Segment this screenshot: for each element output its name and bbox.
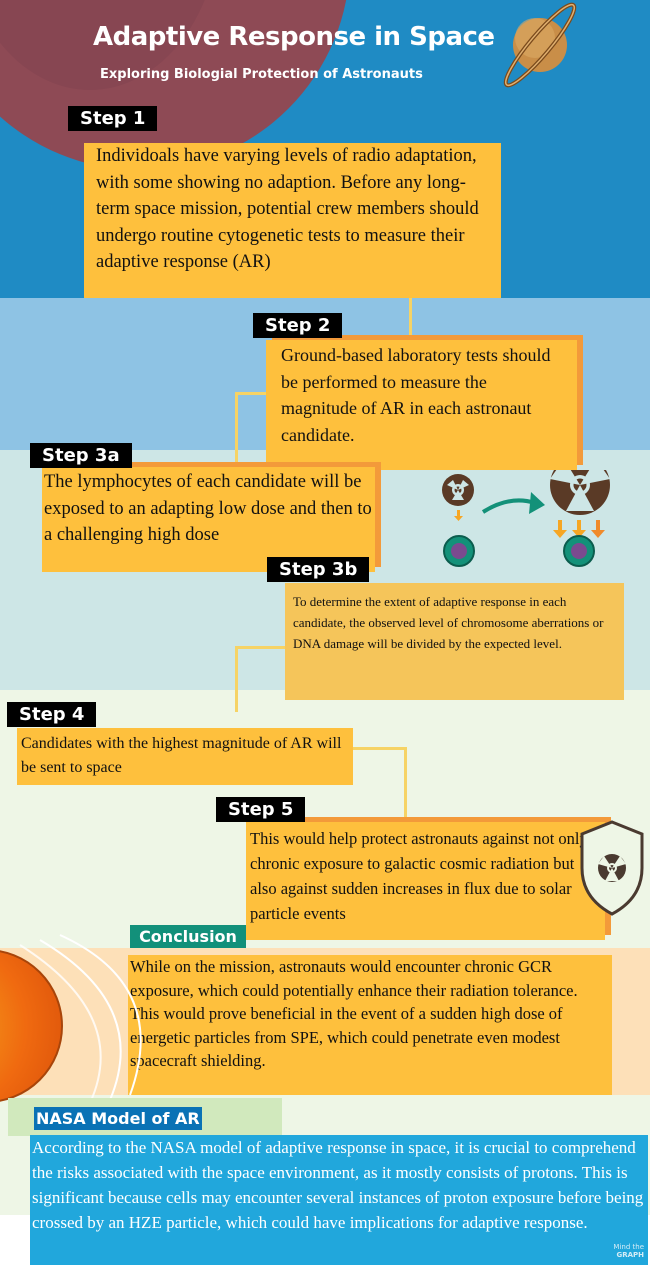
connector (235, 646, 238, 712)
step5-text: This would help protect astronauts again… (250, 829, 588, 923)
step5-box: This would help protect astronauts again… (246, 822, 605, 940)
conclusion-text: While on the mission, astronauts would e… (130, 957, 578, 1070)
conclusion-label: Conclusion (130, 925, 246, 948)
logo-line1: Mind the (613, 1243, 644, 1251)
step5-label: Step 5 (216, 797, 306, 822)
connector (409, 298, 412, 338)
step3a-label: Step 3a (30, 443, 132, 468)
connector (353, 747, 406, 750)
step3b-box: To determine the extent of adaptive resp… (285, 583, 624, 700)
step2-label: Step 2 (253, 313, 343, 338)
step1-box: Individoals have varying levels of radio… (84, 143, 501, 298)
orbit-lines (19, 934, 142, 1104)
cell-icon (443, 535, 475, 567)
step4-text: Candidates with the highest magnitude of… (21, 735, 342, 776)
connector (235, 646, 287, 649)
arrow-right-icon (481, 498, 536, 514)
page-subtitle: Exploring Biologial Protection of Astron… (100, 67, 423, 82)
step2-text: Ground-based laboratory tests should be … (281, 345, 551, 445)
radiation-small-icon (442, 474, 474, 506)
cell-icon (563, 535, 595, 567)
shield-radiation-icon (580, 820, 644, 916)
nasa-text: According to the NASA model of adaptive … (32, 1138, 644, 1232)
radiation-large-icon (550, 470, 610, 515)
conclusion-box: While on the mission, astronauts would e… (128, 955, 612, 1095)
step4-box: Candidates with the highest magnitude of… (17, 728, 353, 785)
sun-icon (0, 950, 63, 1102)
step3a-box: The lymphocytes of each candidate will b… (42, 467, 375, 572)
step4-label: Step 4 (7, 702, 97, 727)
step3b-label: Step 3b (267, 557, 370, 582)
page-title: Adaptive Response in Space (93, 22, 495, 52)
connector (404, 747, 407, 819)
mind-the-graph-logo: Mind the GRAPH (613, 1243, 644, 1259)
radiation-dose-illustration (442, 470, 610, 567)
connector (235, 392, 238, 464)
logo-line2: GRAPH (616, 1251, 644, 1259)
step1-text: Individoals have varying levels of radio… (96, 146, 479, 272)
step2-box: Ground-based laboratory tests should be … (266, 340, 577, 470)
connector (235, 392, 267, 395)
nasa-box: According to the NASA model of adaptive … (30, 1135, 648, 1265)
nasa-label: NASA Model of AR (34, 1107, 202, 1130)
step3b-text: To determine the extent of adaptive resp… (293, 594, 604, 651)
step1-label: Step 1 (68, 106, 158, 131)
saturn-icon (503, 2, 577, 88)
step3a-text: The lymphocytes of each candidate will b… (44, 472, 372, 545)
dose-arrows-icon (454, 510, 605, 538)
